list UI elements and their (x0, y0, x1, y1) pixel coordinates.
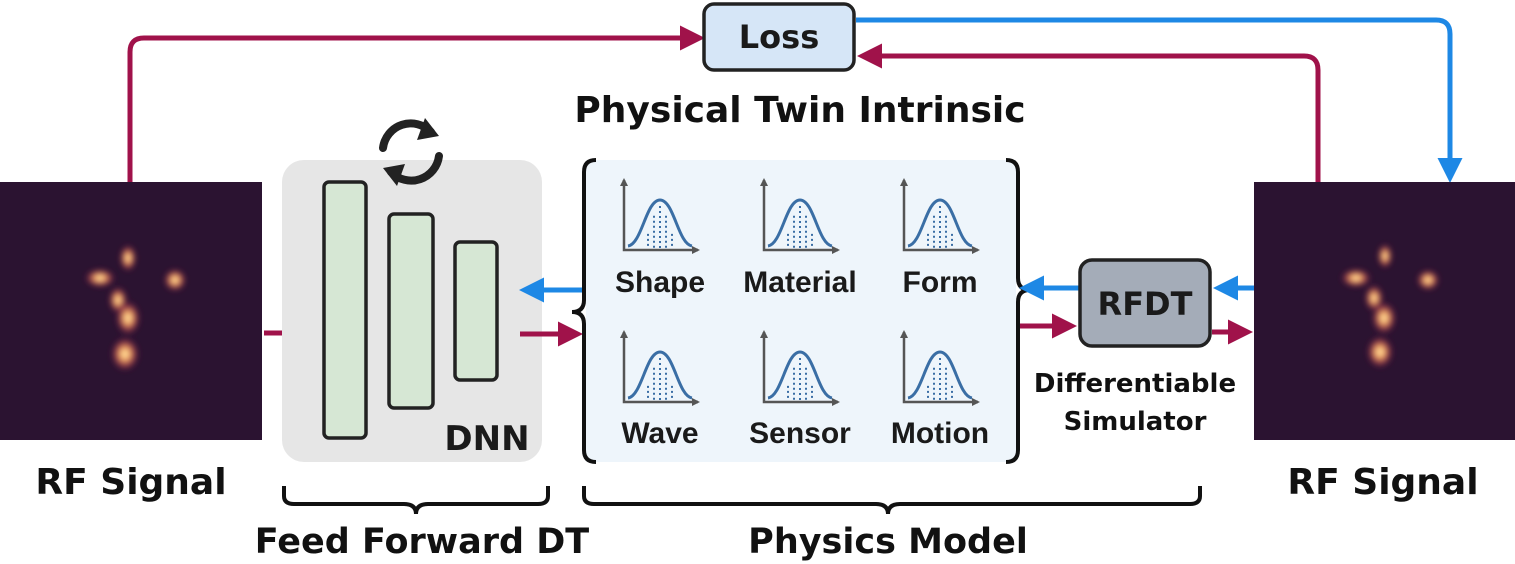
output-rf-heatmap (1254, 182, 1515, 440)
param-material-label: Material (743, 266, 856, 299)
physical-twin-title: Physical Twin Intrinsic (574, 90, 1025, 131)
output-rf-label: RF Signal (1287, 462, 1478, 503)
loss-to-output-arrow (856, 17, 1463, 183)
output-to-loss-arrow (857, 43, 1321, 182)
physics-params-panel: Shape Material Form Wave Sensor Motion (571, 158, 1031, 464)
param-motion-label: Motion (891, 417, 989, 450)
dnn-label: DNN (444, 419, 529, 459)
param-sensor-distribution-icon (760, 330, 840, 406)
param-shape-label: Shape (615, 266, 705, 299)
param-motion-distribution-icon (900, 330, 980, 406)
param-shape-distribution-icon (620, 178, 700, 254)
input-rf-heatmap (0, 182, 262, 440)
loss-label: Loss (739, 18, 819, 56)
param-form-distribution-icon (900, 178, 980, 254)
physics-model-label: Physics Model (748, 522, 1028, 562)
param-wave-distribution-icon (620, 330, 700, 406)
loss-box: Loss (702, 2, 856, 72)
dnn-block: DNN (282, 160, 542, 462)
dnn-layer-1 (322, 180, 368, 440)
physics-model-brace (582, 486, 1202, 515)
rfdt-label: RFDT (1098, 285, 1193, 323)
param-form-label: Form (903, 266, 978, 299)
param-material-distribution-icon (760, 178, 840, 254)
param-sensor-label: Sensor (749, 417, 851, 450)
input-to-loss-arrow (127, 25, 705, 182)
rfdt-caption-line2: Simulator (1064, 407, 1207, 437)
input-rf-label: RF Signal (35, 462, 226, 503)
rfdt-caption-line1: Differentiable (1034, 369, 1236, 399)
refresh-icon (379, 118, 443, 186)
feed-forward-label: Feed Forward DT (255, 522, 590, 562)
param-wave-label: Wave (621, 417, 698, 450)
feed-forward-brace (282, 486, 550, 515)
params-left-brace (571, 158, 597, 464)
dnn-layer-3 (453, 240, 499, 382)
rfdt-box: RFDT (1078, 258, 1212, 348)
dnn-layer-2 (387, 212, 435, 410)
